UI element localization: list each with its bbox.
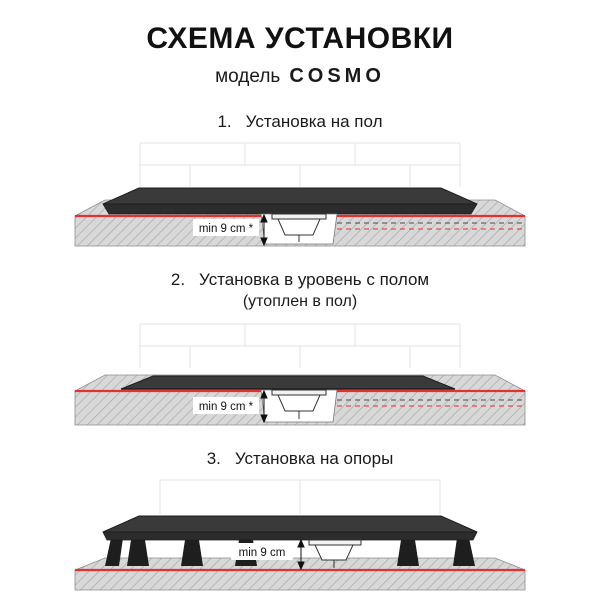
section-install-on-supports: 3. Установка на опоры: [65, 449, 535, 594]
tiled-wall: [139, 142, 461, 187]
height-arrow-icon: [260, 389, 268, 424]
min-label-bg: [193, 397, 259, 414]
height-arrow-icon: [297, 538, 305, 571]
page-title: СХЕМА УСТАНОВКИ: [146, 22, 454, 55]
height-arrow-icon: [260, 213, 268, 247]
section-title: Установка на опоры: [234, 449, 394, 468]
siphon: [271, 213, 327, 242]
section-number: 3.: [206, 449, 221, 468]
min-label-bg: [231, 543, 293, 560]
section-number: 1.: [217, 112, 232, 131]
section-caption: 1. Установка на пол: [217, 112, 382, 132]
hidden-drain-lines: [337, 222, 523, 230]
tiled-wall: [139, 323, 461, 368]
min-height-label: min 9 cm: [239, 547, 286, 559]
section-caption: 2. Установка в уровень с полом: [171, 270, 429, 290]
diagram-install-on-floor: min 9 cm *: [74, 142, 526, 247]
model-subtitle: модель COSMO: [215, 65, 385, 88]
diagram-install-flush: min 9 cm *: [74, 323, 526, 426]
diagram-install-on-supports: min 9 cm: [74, 479, 526, 591]
section-title: Установка в уровень с полом: [199, 270, 430, 289]
shower-tray-recessed: [120, 375, 456, 390]
siphon: [308, 539, 362, 568]
section-install-on-floor: 1. Установка на пол: [65, 112, 535, 255]
section-caption: 3. Установка на опоры: [207, 449, 394, 469]
section-subtitle: (утоплен в пол): [242, 293, 358, 310]
section-number: 2.: [170, 270, 186, 289]
hidden-drain-lines: [337, 399, 523, 407]
min-height-label: min 9 cm *: [199, 223, 254, 235]
section-install-flush: 2. Установка в уровень с полом (утоплен …: [65, 270, 535, 434]
siphon: [271, 389, 327, 419]
shower-tray: [102, 187, 478, 215]
min-height-label: min 9 cm *: [199, 401, 254, 413]
tiled-wall: [159, 479, 441, 514]
section-title: Установка на пол: [245, 112, 383, 131]
min-label-bg: [193, 219, 259, 236]
shower-tray-elevated: [102, 515, 478, 541]
model-name: COSMO: [289, 65, 385, 87]
model-label: модель: [215, 66, 281, 87]
